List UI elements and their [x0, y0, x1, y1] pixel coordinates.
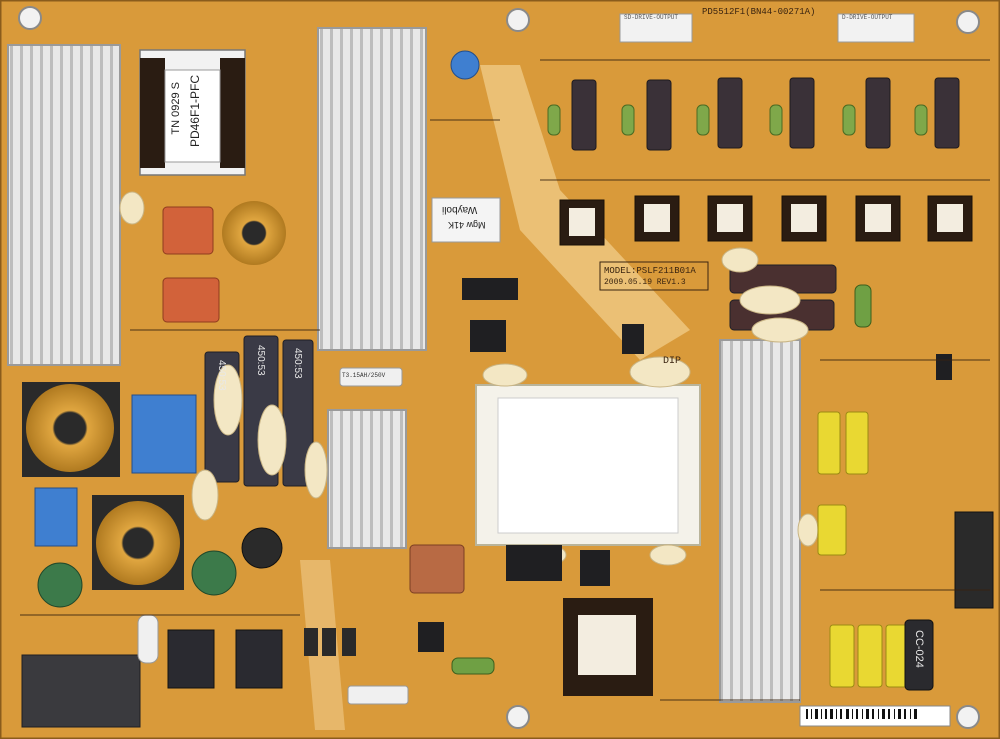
- bulk-cap-label-2: 450:53: [255, 345, 266, 376]
- inductor-label-2: Mgw 41K: [448, 220, 486, 230]
- pfc-transformer-label-1: PD46F1-PFC: [188, 75, 202, 148]
- pfc-transformer-label-2-wrap: TN 0929 S: [170, 82, 182, 135]
- fuse-label: T3.15AH/250V: [342, 372, 386, 379]
- mount-holes: [18, 6, 980, 729]
- connector-label-2: D-DRIVE-OUTPUT: [842, 14, 893, 21]
- pfc-transformer-label: PD46F1-PFC: [188, 75, 202, 147]
- toroid-coils: [22, 201, 286, 590]
- date-revision: 2009.05.19 REV1.3: [604, 278, 686, 287]
- dip-label: DIP: [663, 356, 682, 367]
- cc-cap-label: CC-024: [913, 630, 925, 668]
- bulk-cap-label-1: 450:53: [216, 360, 227, 391]
- connector-label-1: SD-DRIVE-OUTPUT: [624, 14, 679, 21]
- output-section: [547, 77, 973, 246]
- pfc-transformer-label-2: TN 0929 S: [170, 82, 182, 135]
- inductor-label: Wayboli: [442, 204, 478, 215]
- board-model-code: PD5512F1(BN44-00271A): [702, 7, 816, 17]
- bulk-cap-label-3: 450:53: [292, 348, 303, 379]
- model-line: MODEL:PSLF211B01A: [604, 266, 696, 276]
